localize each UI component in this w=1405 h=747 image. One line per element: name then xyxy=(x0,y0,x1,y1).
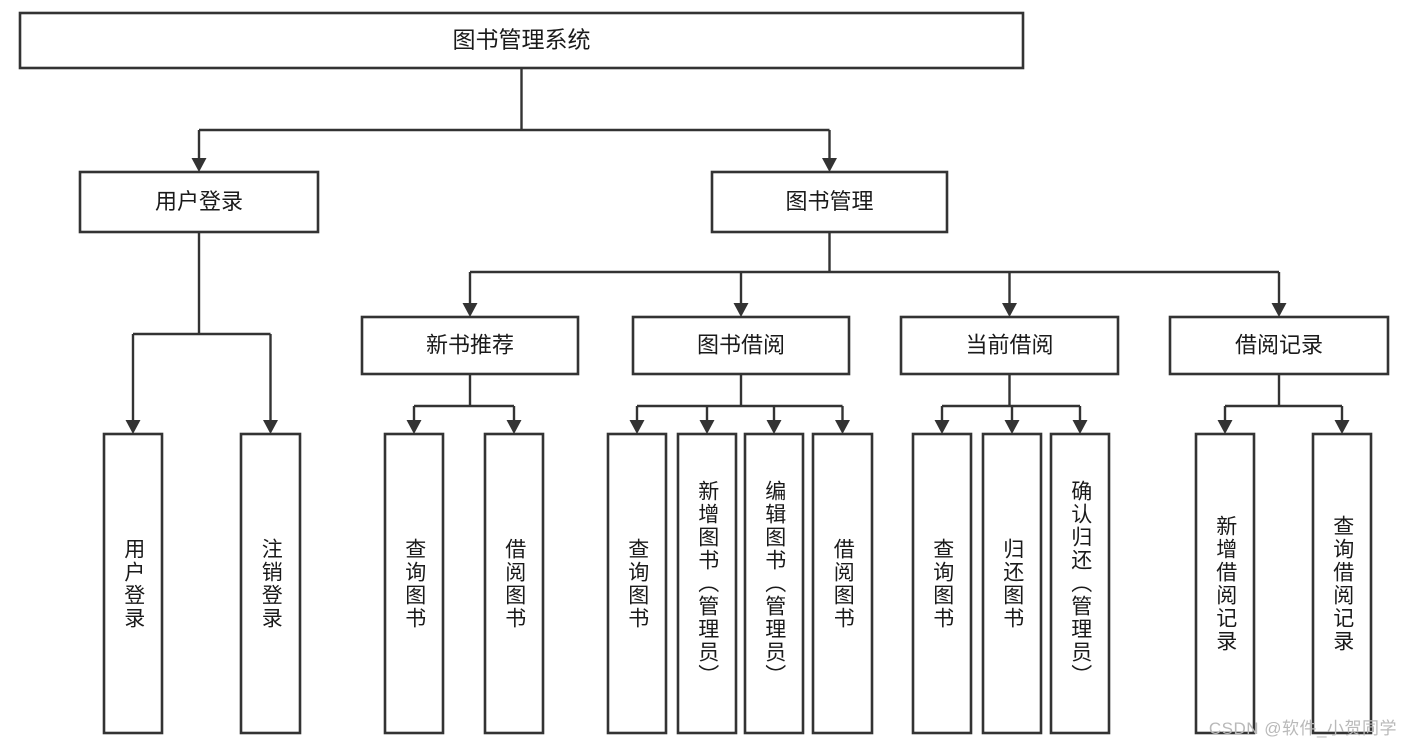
node-new-book-recommend[interactable]: 新书推荐 xyxy=(360,315,580,376)
arrow-head-icon xyxy=(629,420,645,434)
node-root-root[interactable]: 图书管理系统 xyxy=(18,11,1025,70)
arrow-head-icon xyxy=(733,303,749,317)
arrow-head-icon xyxy=(263,420,278,434)
arrow-head-icon xyxy=(835,420,850,434)
arrow-head-icon xyxy=(1072,420,1088,434)
arrow-head-icon xyxy=(934,420,950,434)
arrow-head-icon xyxy=(125,420,141,434)
node-borrow-record[interactable]: 借阅记录 xyxy=(1168,315,1390,376)
arrow-head-icon xyxy=(1004,420,1020,434)
arrow-head-icon xyxy=(406,420,422,434)
watermark-text: CSDN @软件_小贺同学 xyxy=(1208,719,1397,738)
arrow-head-icon xyxy=(191,158,207,172)
node-leaf-query-book-current[interactable] xyxy=(911,432,973,735)
node-leaf-return-book[interactable] xyxy=(981,432,1043,735)
arrow-head-icon xyxy=(699,420,715,434)
node-label: 图书管理 xyxy=(785,189,873,214)
node-current-borrow[interactable]: 当前借阅 xyxy=(899,315,1120,376)
arrow-head-icon xyxy=(822,158,837,172)
node-label: 新书推荐 xyxy=(426,332,514,357)
arrow-head-icon xyxy=(462,303,478,317)
arrow-head-icon xyxy=(1334,420,1350,434)
arrow-head-icon xyxy=(1002,303,1017,317)
node-leaf-borrow-book[interactable] xyxy=(811,432,874,735)
arrow-head-icon xyxy=(766,420,782,434)
connectors-layer xyxy=(125,68,1350,434)
node-leaf-confirm-return-admin[interactable] xyxy=(1049,432,1111,735)
node-leaf-edit-book-admin[interactable] xyxy=(743,432,805,735)
node-label: 图书借阅 xyxy=(697,332,785,357)
node-label: 当前借阅 xyxy=(965,332,1053,357)
node-leaf-query-book-recommend[interactable] xyxy=(383,432,445,735)
node-leaf-add-book-admin[interactable] xyxy=(676,432,738,735)
arrow-head-icon xyxy=(1217,420,1233,434)
node-leaf-query-book-borrow[interactable] xyxy=(606,432,668,735)
node-label: 图书管理系统 xyxy=(453,27,591,53)
node-leaf-user-login[interactable] xyxy=(102,432,164,735)
arrow-head-icon xyxy=(1271,303,1287,317)
node-leaf-logout[interactable] xyxy=(239,432,302,735)
node-leaf-query-borrow-record[interactable] xyxy=(1311,432,1373,735)
node-leaf-borrow-book-recommend[interactable] xyxy=(483,432,545,735)
node-label: 用户登录 xyxy=(155,189,243,214)
node-book-borrow[interactable]: 图书借阅 xyxy=(631,315,851,376)
node-book-management[interactable]: 图书管理 xyxy=(710,170,949,234)
node-label: 借阅记录 xyxy=(1235,332,1323,357)
node-user-login[interactable]: 用户登录 xyxy=(78,170,320,234)
node-leaf-add-borrow-record[interactable] xyxy=(1194,432,1256,735)
arrow-head-icon xyxy=(506,420,522,434)
